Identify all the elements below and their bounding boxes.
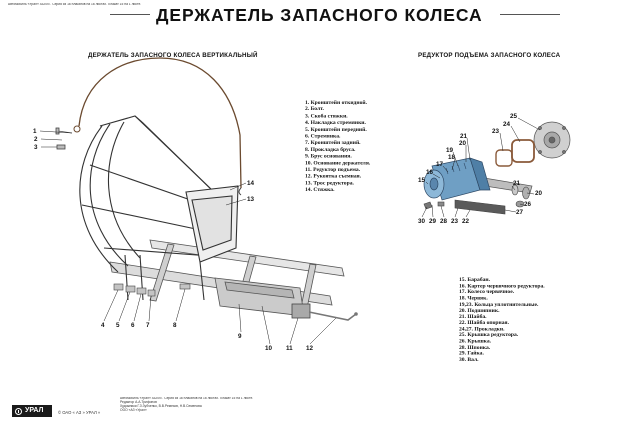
callout-label: 17 xyxy=(436,161,444,168)
legend-reducer-parts: 15. Барабан. 16. Картер червячного редук… xyxy=(459,276,545,363)
callout-label: 30 xyxy=(418,218,426,225)
callout-label: 25 xyxy=(510,113,518,120)
callout-label: 14 xyxy=(247,180,255,187)
legend-item: 11. Редуктор подъема. xyxy=(305,166,361,173)
callout-label: 2 xyxy=(34,136,38,143)
legend-item: 1. Кронштейн откидной. xyxy=(305,99,368,106)
leader-lines-right xyxy=(421,117,541,218)
legend-item: 22. Шайба опорная. xyxy=(459,319,509,326)
callout-label: 1 xyxy=(33,128,37,135)
callout-label: 12 xyxy=(306,345,314,352)
callout-label: 27 xyxy=(516,209,524,216)
legend-item: 10. Основание держателя. xyxy=(305,159,371,166)
reducer-cover xyxy=(533,121,571,159)
callout-label: 29 xyxy=(429,218,437,225)
ural-logo-icon xyxy=(15,407,22,415)
legend-item: 24,27. Прокладки. xyxy=(459,325,505,332)
legend-item: 7. Кронштейн задний. xyxy=(305,139,361,146)
callout-label: 16 xyxy=(426,169,434,176)
brackets xyxy=(113,283,191,297)
legend-item: 5. Кронштейн передний. xyxy=(305,125,367,133)
callout-label: 26 xyxy=(524,201,532,208)
legend-item: 29. Гайка. xyxy=(459,350,484,357)
wheel-cradle xyxy=(79,115,239,301)
credits-line: Автомобиль «Урал» 4320N . Серия из 16 пл… xyxy=(120,397,254,401)
credits-line: Редактор А.А.Трифонов xyxy=(120,400,157,405)
legend-item: 28. Шпонка. xyxy=(459,343,491,351)
callout-label: 22 xyxy=(462,218,470,225)
callout-label: 4 xyxy=(101,322,105,329)
callout-label: 5 xyxy=(116,322,120,329)
reducer-housing xyxy=(423,157,491,201)
callout-label: 18 xyxy=(448,154,456,161)
callout-label: 24 xyxy=(503,121,511,128)
series-note: Автомобиль «Урал» 4320N . Серия из 16 пл… xyxy=(8,3,142,7)
callout-label: 11 xyxy=(286,345,293,352)
callout-label: 23 xyxy=(492,128,500,135)
callout-label: 13 xyxy=(247,196,255,203)
legend-item: 30. Вал. xyxy=(459,356,479,363)
callout-label: 21 xyxy=(460,133,468,140)
reducer-cable xyxy=(73,57,242,196)
legend-item: 25. Крышка редуктора. xyxy=(459,331,519,339)
legend-item: 8. Прокладка бруса. xyxy=(305,146,356,153)
page-title: ДЕРЖАТЕЛЬ ЗАПАСНОГО КОЛЕСА xyxy=(156,5,483,25)
ural-logo: УРАЛ xyxy=(12,405,52,417)
tie-bolt xyxy=(55,127,73,150)
logo-text: УРАЛ xyxy=(25,407,44,414)
legend-item: 19,23. Кольца уплотнительные. xyxy=(459,300,539,308)
legend-item: 20. Подшипник. xyxy=(459,307,500,314)
callout-label: 3 xyxy=(34,144,38,151)
legend-item: 17. Колесо червячное. xyxy=(459,288,515,295)
legend-item: 15. Барабан. xyxy=(459,276,491,283)
legend-item: 12. Рукоятка съемная. xyxy=(305,172,362,180)
callout-label: 23 xyxy=(451,218,459,225)
copyright: © ОАО « АЗ » УРАЛ » xyxy=(58,410,101,415)
callout-label: 7 xyxy=(146,322,150,329)
callout-label: 9 xyxy=(238,333,242,340)
legend-item: 16. Картер червячного редуктора. xyxy=(459,282,545,289)
title-rule-left xyxy=(110,14,150,15)
legend-holder-parts: 1. Кронштейн откидной. 2. Болт. 3. Скоба… xyxy=(305,99,370,193)
legend-item: 14. Стяжка. xyxy=(305,186,335,193)
leader-lines-left xyxy=(39,130,337,345)
callout-label: 6 xyxy=(131,322,135,329)
callout-label: 15 xyxy=(418,177,426,184)
right-section-title: РЕДУКТОР ПОДЪЕМА ЗАПАСНОГО КОЛЕСА xyxy=(418,52,561,59)
callout-label: 19 xyxy=(446,147,454,154)
callout-label: 20 xyxy=(459,140,467,147)
callout-label: 10 xyxy=(265,345,273,352)
title-rule-right xyxy=(500,14,560,15)
legend-item: 3. Скоба стяжки. xyxy=(305,112,348,119)
left-section-title: ДЕРЖАТЕЛЬ ЗАПАСНОГО КОЛЕСА ВЕРТИКАЛЬНЫЙ xyxy=(88,52,258,59)
callout-label: 21 xyxy=(513,180,521,187)
credits-line: Художники Г.З.Зубченко, В.В.Ремезов, Н.В… xyxy=(120,404,202,408)
holder-base xyxy=(214,277,358,321)
legend-item: 13. Трос редуктора. xyxy=(305,179,354,187)
legend-item: 4. Накладка стремянки. xyxy=(305,119,366,126)
credits-line: ООО «АЗ «Урал» xyxy=(120,408,147,412)
legend-item: 6. Стремянка. xyxy=(305,132,341,140)
legend-item: 18. Червяк. xyxy=(459,294,488,302)
callout-label: 8 xyxy=(173,322,177,329)
legend-item: 21. Шайба. xyxy=(459,313,487,320)
legend-item: 9. Брус основания. xyxy=(305,152,352,160)
legend-item: 2. Болт. xyxy=(305,105,324,113)
legend-item: 26. Крышка. xyxy=(459,337,492,345)
callout-label: 20 xyxy=(535,190,543,197)
credits: Автомобиль «Урал» 4320N . Серия из 16 пл… xyxy=(120,397,253,412)
callout-label: 28 xyxy=(440,218,448,225)
gaskets xyxy=(495,139,535,167)
